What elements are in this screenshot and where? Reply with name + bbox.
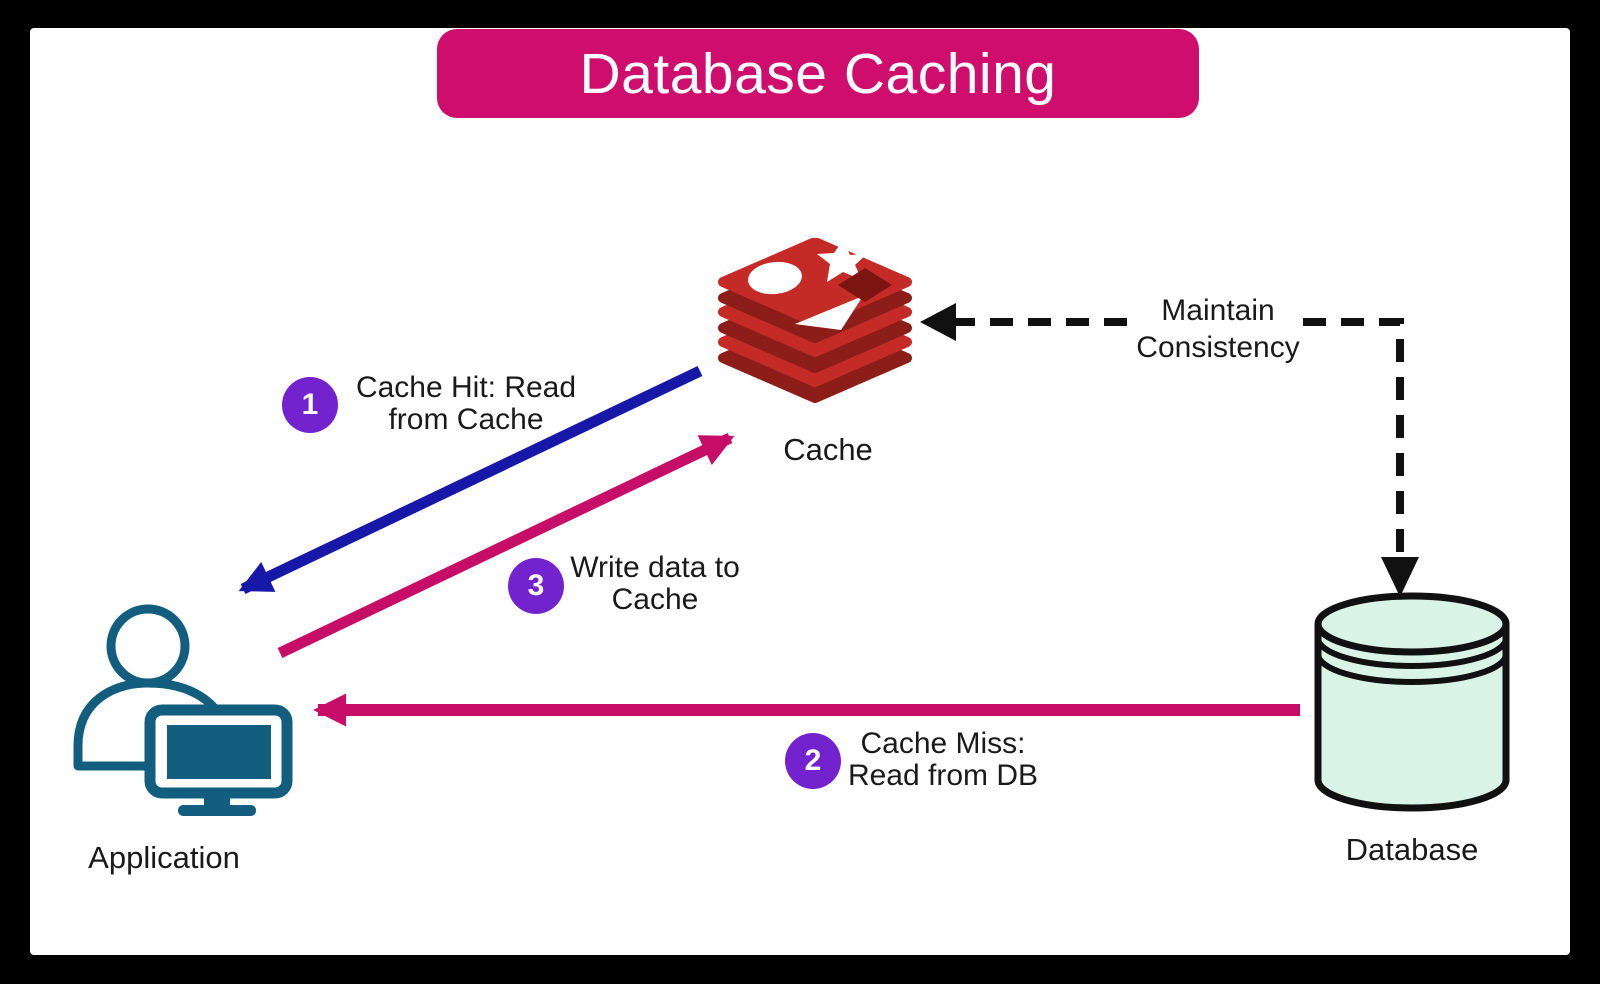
database-cylinder-icon — [1314, 592, 1510, 812]
user-head — [106, 604, 190, 688]
step-3-label: Write data to Cache — [570, 551, 740, 616]
title-banner: Database Caching — [437, 29, 1199, 118]
left-arrowhead — [920, 303, 956, 341]
step-1-label: Cache Hit: Read from Cache — [355, 371, 577, 436]
step-3-badge: 3 — [508, 558, 564, 614]
cache-label: Cache — [783, 432, 873, 467]
page-title: Database Caching — [579, 41, 1057, 106]
step-2-badge: 2 — [785, 733, 841, 789]
application-label: Application — [88, 840, 240, 875]
redis-top-shapes — [748, 240, 892, 330]
database-label: Database — [1345, 832, 1479, 867]
diagram-canvas — [30, 28, 1570, 955]
arrow-maintain-consistency — [920, 303, 1419, 597]
arrow-cache-hit — [238, 366, 703, 594]
user-with-monitor-icon — [73, 604, 293, 816]
maintain-consistency-label: Maintain Consistency — [1136, 294, 1300, 364]
step-2-label: Cache Miss: Read from DB — [847, 727, 1039, 792]
cache-redis-icon — [718, 238, 912, 403]
down-arrowhead — [1381, 557, 1419, 597]
step-1-badge: 1 — [282, 377, 338, 433]
monitor — [144, 704, 293, 816]
arrow-write-to-cache — [277, 433, 735, 658]
